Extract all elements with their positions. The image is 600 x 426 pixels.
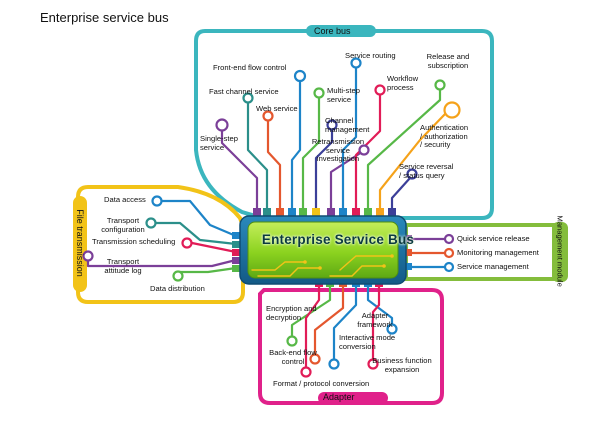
chip-left-pins bbox=[232, 232, 244, 272]
format-protocol-icon bbox=[309, 353, 321, 365]
monitoring-management-label: Monitoring management bbox=[457, 248, 539, 257]
single-step-label: Single-step service bbox=[200, 134, 238, 152]
workflow-icon bbox=[374, 84, 386, 96]
business-function-label: Business function expansion bbox=[372, 356, 432, 374]
multi-step-icon bbox=[313, 87, 325, 99]
adapter-framework-icon bbox=[386, 323, 398, 335]
web-service-icon bbox=[262, 110, 274, 122]
page-title: Enterprise service bus bbox=[40, 10, 169, 25]
transport-attitude-log-label: Transport attitude log bbox=[104, 257, 142, 275]
transport-attitude-log-icon bbox=[82, 250, 94, 262]
transport-configuration-icon bbox=[145, 217, 157, 229]
encryption-icon bbox=[286, 335, 298, 347]
multi-step-label: Multi-step service bbox=[327, 86, 360, 104]
workflow-label: Workflow process bbox=[387, 74, 419, 92]
retransmission-icon bbox=[358, 144, 370, 156]
data-access-label: Data access bbox=[104, 195, 146, 204]
service-routing-label: Service routing bbox=[345, 51, 396, 60]
chip-label: Enterprise Service Bus bbox=[261, 232, 415, 247]
adapter-title: Adapter bbox=[323, 392, 355, 402]
chip-top-pins bbox=[253, 208, 396, 218]
management-module-tab bbox=[552, 222, 568, 282]
core-bus-title: Core bus bbox=[314, 26, 351, 36]
fast-channel-label: Fast channel service bbox=[209, 87, 279, 96]
channel-management-label: Channel management bbox=[325, 116, 370, 134]
service-reversal-label: Service reversal / status query bbox=[399, 162, 454, 180]
interactive-mode-icon bbox=[328, 358, 340, 370]
backend-flow-icon bbox=[300, 366, 312, 378]
data-access-icon bbox=[151, 195, 163, 207]
front-end-label: Front-end flow control bbox=[213, 63, 287, 72]
core-bus-panel bbox=[194, 29, 494, 220]
business-function-icon bbox=[367, 358, 379, 370]
authentication-label: Authentication / authorization / securit… bbox=[420, 123, 469, 150]
web-service-label: Web service bbox=[256, 104, 298, 113]
authentication-icon bbox=[443, 101, 461, 119]
service-routing-icon bbox=[350, 57, 362, 69]
file-transmission-title: File transmission bbox=[75, 209, 85, 277]
adapter-framework-label: Adapter framework bbox=[357, 311, 393, 329]
chip-right-pins bbox=[402, 235, 412, 270]
service-management-label: Service management bbox=[457, 262, 529, 271]
release-subscription-icon bbox=[434, 79, 446, 91]
backend-flow-label: Back-end flow control bbox=[269, 348, 317, 366]
release-subscription-label: Release and subscription bbox=[426, 52, 470, 70]
front-end-icon bbox=[293, 69, 307, 83]
data-distribution-icon bbox=[172, 270, 184, 282]
transmission-scheduling-label: Transmission scheduling bbox=[92, 237, 176, 246]
quick-service-release-label: Quick service release bbox=[457, 234, 530, 243]
transport-config-label: Transport configuration bbox=[101, 216, 145, 234]
retransmission-label: Retransmission service investigation bbox=[311, 137, 365, 164]
quick-service-release-icon bbox=[443, 233, 455, 245]
transmission-scheduling-icon bbox=[181, 237, 193, 249]
file-transmission-tab bbox=[73, 196, 87, 292]
adapter-tab bbox=[318, 392, 388, 404]
data-distribution-label: Data distribution bbox=[150, 284, 205, 293]
management-module-title: Management module bbox=[555, 215, 565, 287]
format-protocol-label: Format / protocol conversion bbox=[273, 379, 370, 388]
esb-chip bbox=[239, 215, 407, 285]
fast-channel-icon bbox=[242, 92, 254, 104]
single-step-icon bbox=[215, 118, 229, 132]
core-bus-tab bbox=[306, 25, 376, 37]
service-reversal-icon bbox=[406, 168, 418, 180]
interactive-mode-label: Interactive mode conversion bbox=[339, 333, 396, 351]
channel-management-icon bbox=[326, 119, 338, 131]
monitoring-management-icon bbox=[443, 247, 455, 259]
service-management-icon bbox=[443, 261, 455, 273]
encryption-label: Encryption and decryption bbox=[266, 304, 317, 322]
